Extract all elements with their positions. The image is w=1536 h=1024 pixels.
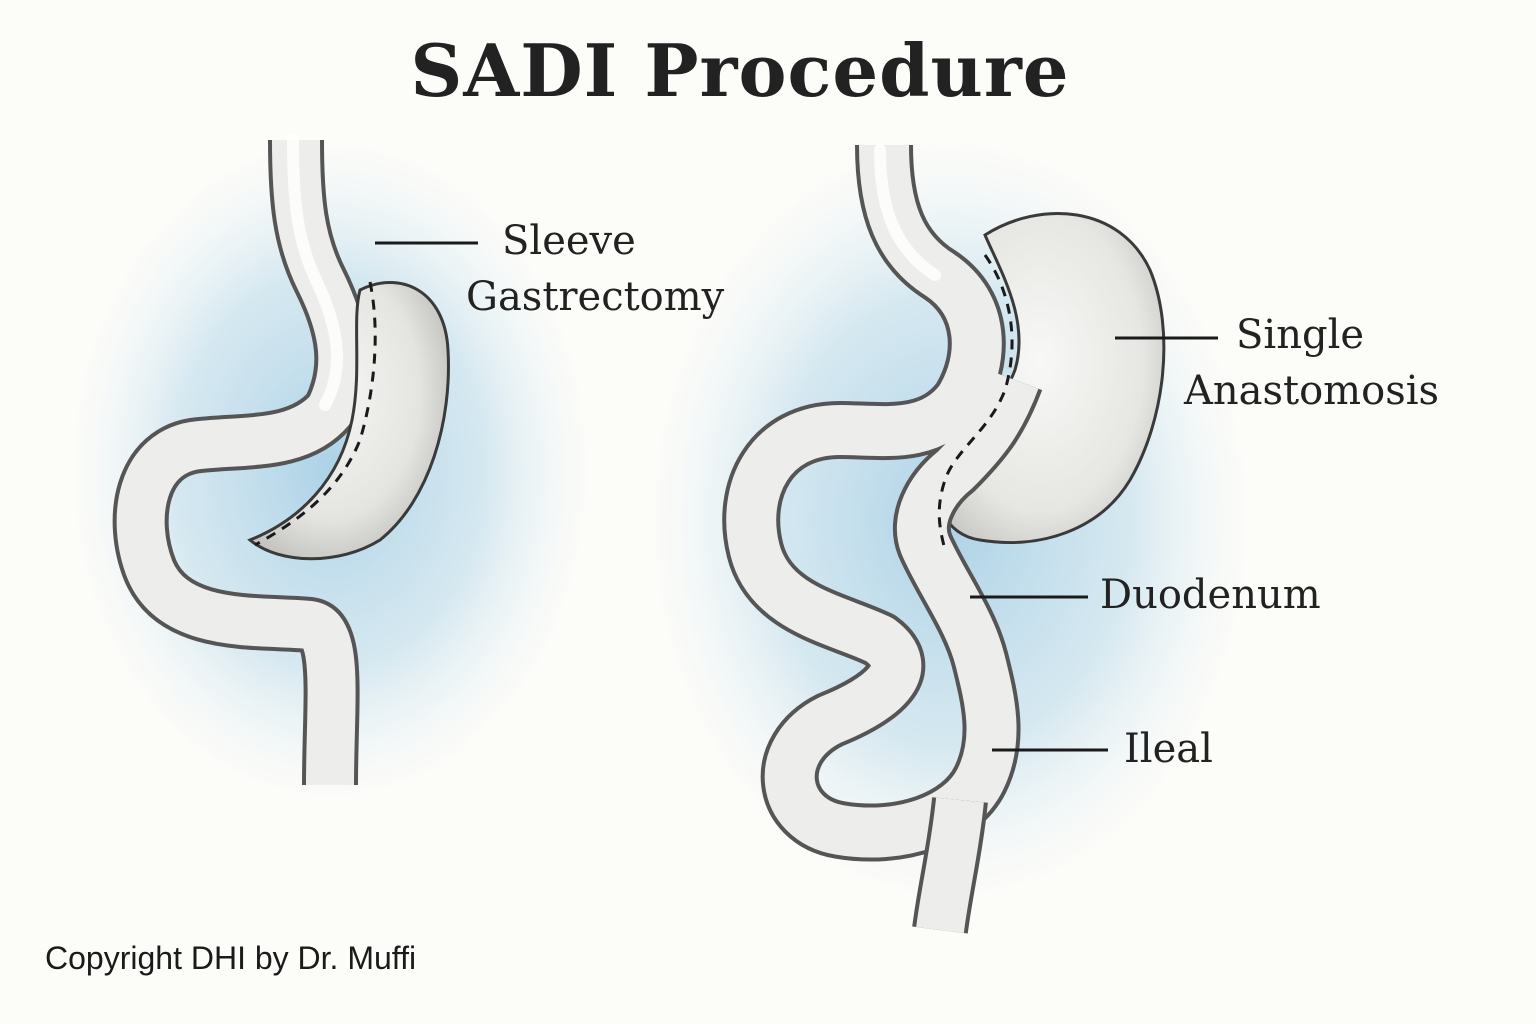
label-single-line2: Anastomosis: [1184, 368, 1440, 414]
label-ileal: Ileal: [1124, 726, 1213, 772]
label-duodenum: Duodenum: [1100, 572, 1321, 618]
left-sleeve-diagram: [112, 134, 450, 786]
left-stomach: [247, 281, 450, 561]
copyright-notice: Copyright DHI by Dr. Muffi: [45, 940, 417, 976]
right-ileal-limb-fill: [916, 797, 984, 934]
right-sadi-diagram: [722, 144, 1166, 934]
label-sleeve-line2: Gastrectomy: [466, 274, 725, 320]
right-staple-line: [937, 254, 1014, 551]
label-sleeve-line1: Sleeve: [502, 218, 636, 264]
left-intestine-highlight: [287, 134, 343, 411]
right-intestine-fill: [726, 144, 1039, 858]
right-intestine-highlight: [874, 144, 941, 281]
diagram-title: SADI Procedure: [410, 28, 1070, 113]
label-single-line1: Single: [1236, 312, 1365, 358]
